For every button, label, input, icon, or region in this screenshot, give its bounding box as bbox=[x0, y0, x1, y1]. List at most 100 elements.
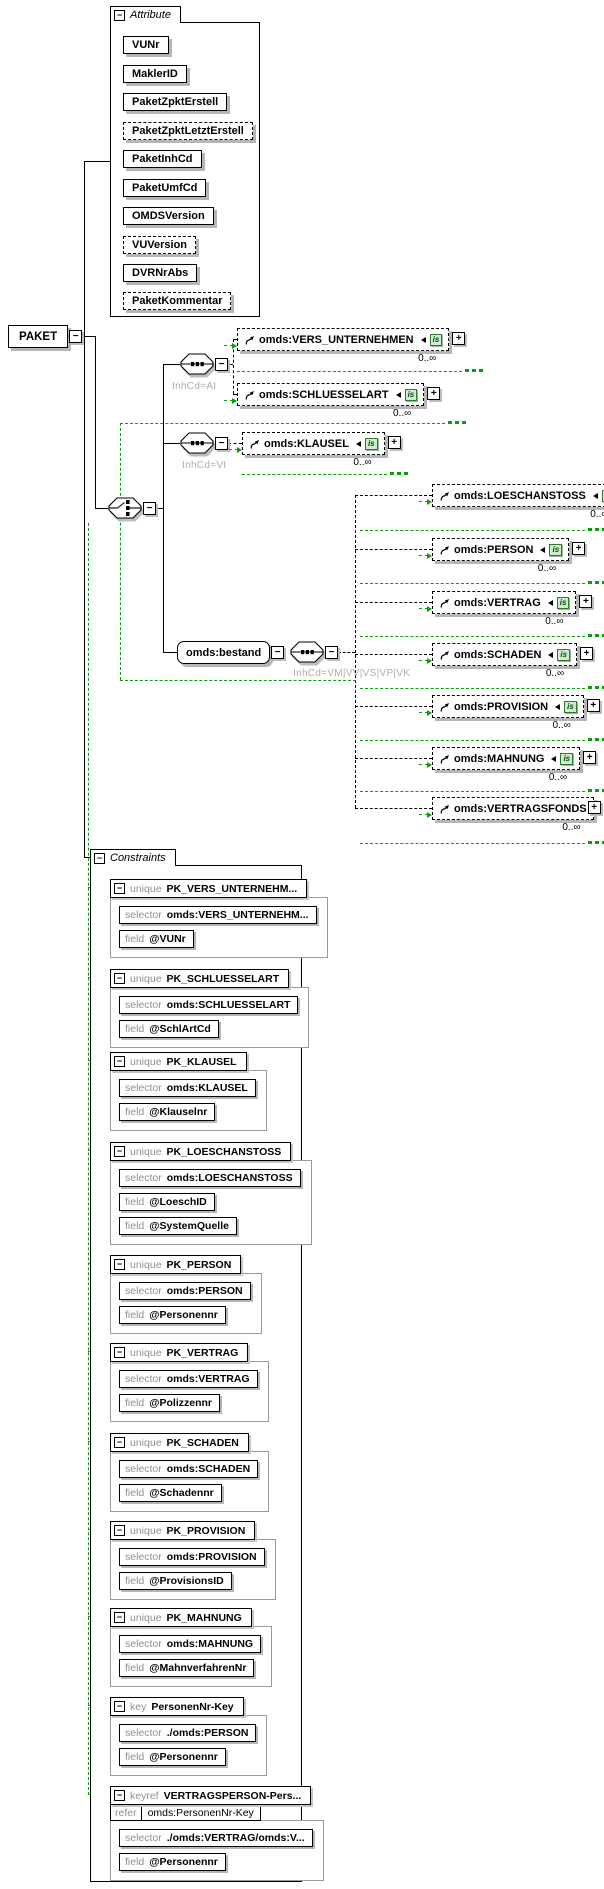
collapse-icon[interactable]: − bbox=[325, 646, 338, 659]
collapse-icon[interactable]: − bbox=[215, 358, 228, 371]
element-ref-vers-unternehmen[interactable]: omds:VERS_UNTERNEHMEN is + 0..∞ bbox=[224, 328, 466, 364]
constraint-header[interactable]: − unique PK_KLAUSEL bbox=[110, 1052, 247, 1071]
element-ref-person[interactable]: omds:PERSON is + 0..∞ bbox=[419, 538, 586, 574]
attribute-paketinhcd[interactable]: PaketInhCd bbox=[123, 150, 202, 168]
choice-compositor-icon[interactable]: − bbox=[108, 497, 156, 519]
element-ref-arrow-icon bbox=[440, 804, 449, 814]
constraint-field[interactable]: field@VUNr bbox=[119, 930, 194, 948]
constraint-header[interactable]: − unique PK_VERTRAG bbox=[110, 1343, 249, 1362]
constraints-compartment-tab[interactable]: − Constraints bbox=[90, 849, 176, 866]
expand-icon[interactable]: + bbox=[452, 332, 466, 345]
attribute-maklerid[interactable]: MaklerID bbox=[123, 65, 187, 83]
element-ref-mahnung[interactable]: omds:MAHNUNG is + 0..∞ bbox=[419, 747, 597, 783]
constraint-link-dots bbox=[588, 528, 604, 531]
attribute-compartment-tab[interactable]: − Attribute bbox=[110, 6, 181, 23]
collapse-icon[interactable]: − bbox=[114, 1612, 125, 1623]
attribute-paketkommentar[interactable]: PaketKommentar bbox=[123, 292, 232, 310]
collapse-icon[interactable]: − bbox=[114, 1347, 125, 1358]
element-ref-vertrag[interactable]: omds:VERTRAG is + 0..∞ bbox=[419, 591, 593, 627]
element-ref-provision[interactable]: omds:PROVISION is + 0..∞ bbox=[419, 695, 600, 731]
collapse-icon[interactable]: − bbox=[114, 9, 125, 21]
constraint-field[interactable]: field@Personennr bbox=[119, 1853, 226, 1871]
constraint-header[interactable]: − keyref VERTRAGSPERSON-Pers... bbox=[110, 1786, 312, 1805]
sequence-compositor-icon[interactable]: − bbox=[180, 353, 228, 375]
constraint-field[interactable]: field@MahnverfahrenNr bbox=[119, 1659, 255, 1677]
collapse-icon[interactable]: − bbox=[114, 1525, 125, 1536]
selector-value: omds:PERSON bbox=[166, 1285, 243, 1297]
element-ref-schaden[interactable]: omds:SCHADEN is + 0..∞ bbox=[419, 643, 594, 679]
element-ref-vertragsfonds[interactable]: omds:VERTRAGSFONDS + 0..∞ bbox=[419, 797, 601, 833]
collapse-icon[interactable]: − bbox=[114, 1437, 125, 1448]
constraint-selector[interactable]: selector./omds:PERSON bbox=[119, 1724, 257, 1742]
constraint-name: PK_MAHNUNG bbox=[166, 1611, 242, 1624]
expand-icon[interactable]: + bbox=[579, 595, 593, 608]
constraint-field[interactable]: field@ProvisionsID bbox=[119, 1572, 232, 1590]
attribute-paketumfcd[interactable]: PaketUmfCd bbox=[123, 179, 207, 197]
collapse-icon[interactable]: − bbox=[114, 883, 125, 894]
constraint-field[interactable]: field@Personennr bbox=[119, 1306, 226, 1324]
collapse-icon[interactable]: − bbox=[114, 1701, 125, 1712]
attribute-vunr[interactable]: VUNr bbox=[123, 36, 169, 54]
constraint-header[interactable]: − unique PK_LOESCHANSTOSS bbox=[110, 1142, 292, 1161]
collapse-icon[interactable]: − bbox=[114, 973, 125, 984]
bestand-element[interactable]: omds:bestand − bbox=[177, 641, 285, 664]
collapse-icon[interactable]: − bbox=[114, 1790, 125, 1801]
field-keyword: field bbox=[125, 1856, 145, 1868]
constraint-header[interactable]: − unique PK_SCHLUESSELART bbox=[110, 969, 290, 988]
expand-icon[interactable]: + bbox=[583, 751, 597, 764]
sequence-compositor-icon[interactable]: − bbox=[180, 432, 228, 454]
constraint-header[interactable]: − unique PK_PERSON bbox=[110, 1255, 242, 1274]
collapse-icon[interactable]: − bbox=[94, 852, 105, 864]
constraint-header[interactable]: − unique PK_PROVISION bbox=[110, 1521, 256, 1540]
attribute-omdsversion[interactable]: OMDSVersion bbox=[123, 207, 214, 225]
constraint-field[interactable]: field@Schadennr bbox=[119, 1484, 222, 1502]
expand-icon[interactable]: + bbox=[572, 542, 586, 555]
constraint-header[interactable]: − unique PK_MAHNUNG bbox=[110, 1608, 252, 1627]
element-ref-loeschanstoss[interactable]: omds:LOESCHANSTOSS is + 0..∞ bbox=[419, 484, 604, 520]
constraint-field[interactable]: field@Klauselnr bbox=[119, 1103, 216, 1121]
attribute-paketzpkterstell[interactable]: PaketZpktErstell bbox=[123, 93, 228, 111]
constraint-header[interactable]: − unique PK_VERS_UNTERNEHM... bbox=[110, 879, 308, 898]
constraint-field[interactable]: field@SystemQuelle bbox=[119, 1217, 237, 1235]
collapse-icon[interactable]: − bbox=[143, 502, 156, 515]
constraint-link-line bbox=[360, 740, 585, 741]
element-ref-schluesselart[interactable]: omds:SCHLUESSELART is + 0..∞ bbox=[224, 383, 441, 419]
constraint-selector[interactable]: selector./omds:VERTRAG/omds:V... bbox=[119, 1829, 313, 1847]
collapse-icon[interactable]: − bbox=[215, 437, 228, 450]
sequence-compositor-icon[interactable]: − bbox=[290, 641, 338, 663]
collapse-icon[interactable]: − bbox=[114, 1259, 125, 1270]
attribute-dvrnrabs[interactable]: DVRNrAbs bbox=[123, 264, 198, 282]
expand-icon[interactable]: + bbox=[586, 699, 600, 712]
paket-element[interactable]: PAKET − bbox=[8, 325, 83, 348]
constraint-field[interactable]: field@Polizzennr bbox=[119, 1394, 221, 1412]
expand-icon[interactable]: + bbox=[387, 436, 401, 449]
attribute-vuversion[interactable]: VUVersion bbox=[123, 236, 197, 254]
connector-line bbox=[163, 652, 177, 653]
constraint-header[interactable]: − unique PK_SCHADEN bbox=[110, 1433, 249, 1452]
constraint-field[interactable]: field@LoeschID bbox=[119, 1193, 215, 1211]
expand-icon[interactable]: + bbox=[427, 387, 441, 400]
collapse-icon[interactable]: − bbox=[271, 646, 285, 659]
green-arrow-icon bbox=[237, 447, 245, 453]
collapse-icon[interactable]: − bbox=[69, 330, 83, 343]
expand-icon[interactable]: + bbox=[580, 647, 594, 660]
collapse-icon[interactable]: − bbox=[114, 1056, 125, 1067]
attribute-paketzpktletzterstell[interactable]: PaketZpktLetztErstell bbox=[123, 122, 253, 140]
expand-icon[interactable]: + bbox=[587, 801, 601, 814]
constraint-header[interactable]: − key PersonenNr-Key bbox=[110, 1697, 244, 1716]
constraint-refer-row[interactable]: refer omds:PersonenNr-Key bbox=[110, 1804, 261, 1821]
element-ref-klausel[interactable]: omds:KLAUSEL is + 0..∞ bbox=[229, 432, 401, 468]
constraint-field[interactable]: field@Personennr bbox=[119, 1748, 226, 1766]
constraint-link-dots bbox=[588, 686, 604, 689]
collapse-icon[interactable]: − bbox=[114, 1146, 125, 1157]
constraint-field[interactable]: field@SchlArtCd bbox=[119, 1020, 219, 1038]
